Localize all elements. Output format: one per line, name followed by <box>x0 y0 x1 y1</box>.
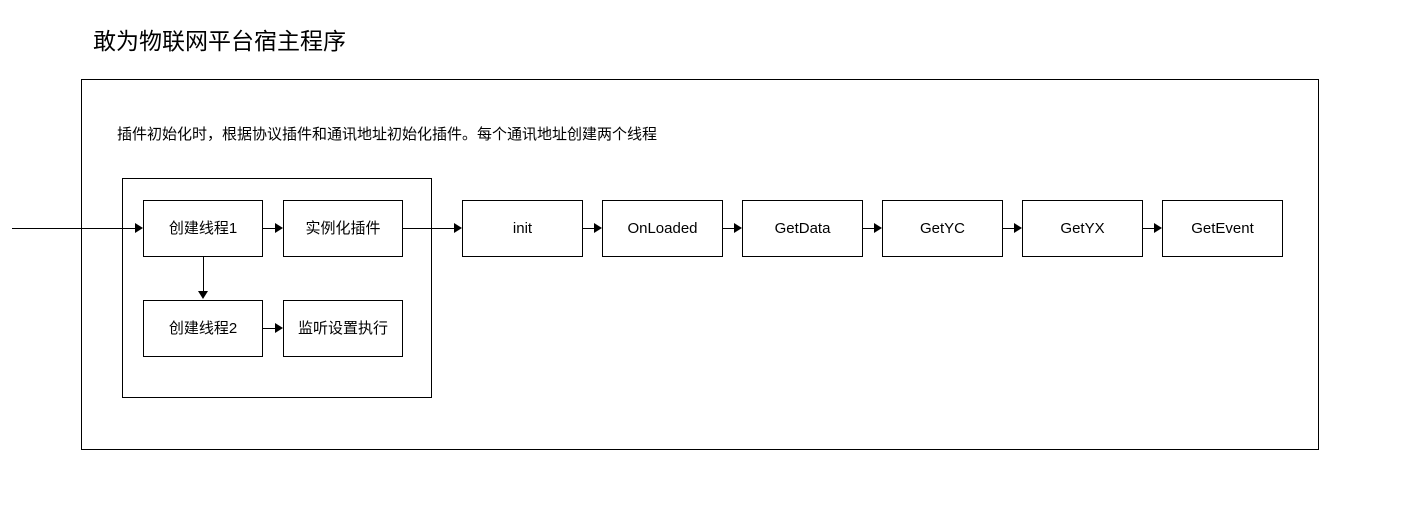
connector-thread1-to-instance-arrowhead-icon <box>275 223 283 233</box>
connector-getdata-to-getyc-line <box>863 228 875 229</box>
node-instantiate-plugin[interactable]: 实例化插件 <box>283 200 403 257</box>
connector-getyx-to-getevent-arrowhead-icon <box>1154 223 1162 233</box>
connector-thread1-to-thread2-arrowhead-icon <box>198 291 208 299</box>
node-init[interactable]: init <box>462 200 583 257</box>
thread-group-frame <box>122 178 432 398</box>
node-create-thread-1[interactable]: 创建线程1 <box>143 200 263 257</box>
connector-entry-to-thread1-arrowhead-icon <box>135 223 143 233</box>
connector-entry-to-thread1-line <box>12 228 136 229</box>
connector-getyx-to-getevent-line <box>1143 228 1155 229</box>
connector-instance-to-init-arrowhead-icon <box>454 223 462 233</box>
connector-init-to-onloaded-line <box>583 228 595 229</box>
node-getdata[interactable]: GetData <box>742 200 863 257</box>
node-getevent[interactable]: GetEvent <box>1162 200 1283 257</box>
connector-getdata-to-getyc-arrowhead-icon <box>874 223 882 233</box>
connector-onloaded-to-getdata-arrowhead-icon <box>734 223 742 233</box>
node-getyx[interactable]: GetYX <box>1022 200 1143 257</box>
node-create-thread-2[interactable]: 创建线程2 <box>143 300 263 357</box>
connector-instance-to-init-line <box>403 228 455 229</box>
connector-thread1-to-instance-line <box>263 228 276 229</box>
page-title: 敢为物联网平台宿主程序 <box>93 28 346 54</box>
outer-container-frame <box>81 79 1319 450</box>
node-onloaded[interactable]: OnLoaded <box>602 200 723 257</box>
connector-init-to-onloaded-arrowhead-icon <box>594 223 602 233</box>
connector-getyc-to-getyx-line <box>1003 228 1015 229</box>
connector-getyc-to-getyx-arrowhead-icon <box>1014 223 1022 233</box>
node-getyc[interactable]: GetYC <box>882 200 1003 257</box>
connector-thread2-to-listen-line <box>263 328 276 329</box>
frame-description-note: 插件初始化时，根据协议插件和通讯地址初始化插件。每个通讯地址创建两个线程 <box>117 126 658 143</box>
connector-thread2-to-listen-arrowhead-icon <box>275 323 283 333</box>
connector-thread1-to-thread2-line <box>203 257 204 292</box>
node-listen-setting-execute[interactable]: 监听设置执行 <box>283 300 403 357</box>
connector-onloaded-to-getdata-line <box>723 228 735 229</box>
